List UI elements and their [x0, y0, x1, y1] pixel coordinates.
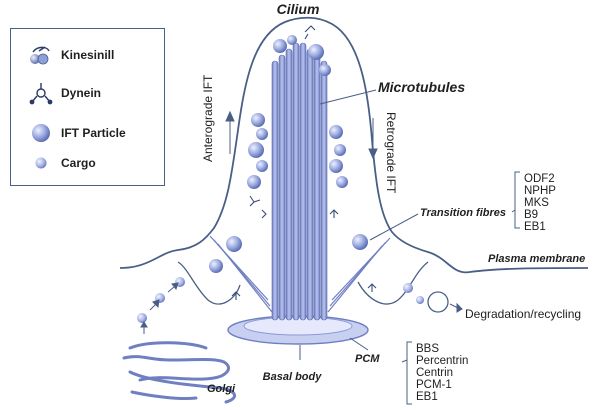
microtubule: [306, 48, 314, 321]
ift-particles: [209, 35, 368, 273]
kinesin-icon: [30, 46, 50, 65]
degradation-label: Degradation/recycling: [465, 307, 581, 321]
microtubule: [313, 54, 321, 321]
ift-particle-icon: [32, 124, 50, 142]
legend-label: IFT Particle: [61, 126, 126, 140]
anterograde-label: Anterograde IFT: [201, 74, 215, 162]
transition-pointer: [369, 213, 419, 241]
microtubule: [271, 60, 279, 321]
legend-row-ift: IFT Particle: [11, 121, 164, 145]
plasma-membrane-label: Plasma membrane: [488, 253, 585, 265]
transition-bracket: [511, 171, 520, 229]
transition-item: MKS: [524, 197, 549, 209]
microtubule: [320, 60, 328, 321]
basal-body-label: Basal body: [263, 371, 323, 383]
transition-item: NPHP: [524, 185, 556, 197]
pcm-label: PCM: [355, 353, 380, 365]
microtubule: [299, 42, 307, 321]
dynein-icon: [29, 83, 53, 105]
pcm-item: Centrin: [416, 367, 453, 379]
pcm-item: EB1: [416, 391, 438, 403]
ciliary-membrane: [119, 16, 589, 274]
legend-label: Dynein: [61, 86, 102, 100]
legend-label: Kinesinill: [61, 48, 115, 62]
pcm-item: BBS: [416, 343, 439, 355]
transition-fibres: [209, 235, 391, 313]
legend-row-cargo: Cargo: [11, 151, 164, 175]
transition-fibres-list: ODF2 NPHP MKS B9 EB1: [524, 173, 556, 233]
pcm-list: BBS Percentrin Centrin PCM-1 EB1: [416, 343, 468, 403]
cargo-icon: [35, 157, 47, 169]
legend-label: Cargo: [61, 156, 96, 170]
microtubules-pointer: [319, 89, 377, 105]
pcm-item: PCM-1: [416, 379, 452, 391]
pcm-pointer: [349, 337, 369, 351]
transition-item: B9: [524, 209, 538, 221]
microtubule: [278, 54, 286, 321]
legend-box: Kinesinill Dynein IFT Particle Cargo: [10, 28, 165, 186]
membrane-pit-right: [357, 261, 429, 305]
microtubule: [285, 48, 293, 321]
retrograde-label: Retrograde IFT: [384, 112, 398, 194]
transition-item: EB1: [524, 221, 546, 233]
golgi-label: Golgi: [207, 383, 236, 395]
pcm-bracket: [401, 341, 412, 405]
cilium-title: Cilium: [277, 1, 320, 17]
legend-row-dynein: Dynein: [11, 81, 164, 105]
legend-row-kinesin: Kinesinill: [11, 43, 164, 67]
microtubule: [292, 42, 300, 321]
pcm-item: Percentrin: [416, 355, 468, 367]
transition-fibres-label: Transition fibres: [420, 207, 506, 219]
transport-arrows: [140, 110, 463, 334]
microtubules-label: Microtubules: [378, 79, 465, 95]
transition-item: ODF2: [524, 173, 555, 185]
membrane-pit-left: [177, 261, 241, 305]
motor-proteins: [231, 25, 377, 300]
golgi-stacks: [122, 341, 236, 404]
microtubule-bundle: [271, 42, 328, 321]
